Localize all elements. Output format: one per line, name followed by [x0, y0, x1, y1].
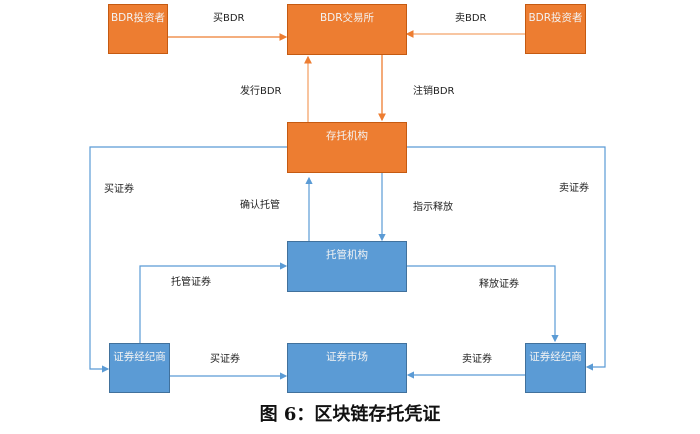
edge-custody-securities — [139, 262, 288, 343]
node-label: 托管机构 — [326, 249, 368, 261]
node-label: 证券市场 — [326, 351, 368, 363]
node-label: BDR投资者 — [528, 12, 583, 24]
edge-sell-securities-outer — [405, 146, 606, 371]
label-issue-bdr: 发行BDR — [240, 86, 282, 97]
edge-buy-securities-outer — [89, 146, 288, 373]
node-depository: 存托机构 — [287, 122, 407, 173]
node-broker-right: 证券经纪商 — [525, 343, 586, 393]
node-label: 存托机构 — [326, 130, 368, 142]
node-label: BDR交易所 — [319, 12, 375, 24]
label-release-securities: 释放证券 — [479, 279, 519, 290]
edge-release-securities — [405, 265, 559, 343]
node-bdr-investor-right: BDR投资者 — [525, 4, 586, 54]
label-custody-securities: 托管证券 — [171, 277, 211, 288]
figure-caption: 图 6：区块链存托凭证 — [259, 404, 441, 425]
node-label: 证券经纪商 — [529, 351, 582, 363]
node-securities-market: 证券市场 — [287, 343, 407, 393]
label-sell-securities-outer: 卖证券 — [559, 183, 589, 194]
label-buy-bdr: 买BDR — [213, 13, 245, 24]
node-label: 证券经纪商 — [113, 351, 166, 363]
label-sell-securities: 卖证券 — [462, 354, 492, 365]
node-bdr-investor-left: BDR投资者 — [108, 4, 168, 54]
label-buy-securities: 买证券 — [210, 354, 240, 365]
label-confirm-custody: 确认托管 — [240, 200, 280, 211]
label-instruct-release: 指示释放 — [413, 202, 453, 213]
label-sell-bdr: 卖BDR — [455, 13, 487, 24]
node-bdr-exchange: BDR交易所 — [287, 4, 407, 55]
node-broker-left: 证券经纪商 — [109, 343, 170, 393]
label-cancel-bdr: 注销BDR — [413, 86, 455, 97]
node-label: BDR投资者 — [110, 12, 166, 24]
node-custodian: 托管机构 — [287, 241, 407, 292]
label-buy-securities-outer: 买证券 — [104, 184, 134, 195]
